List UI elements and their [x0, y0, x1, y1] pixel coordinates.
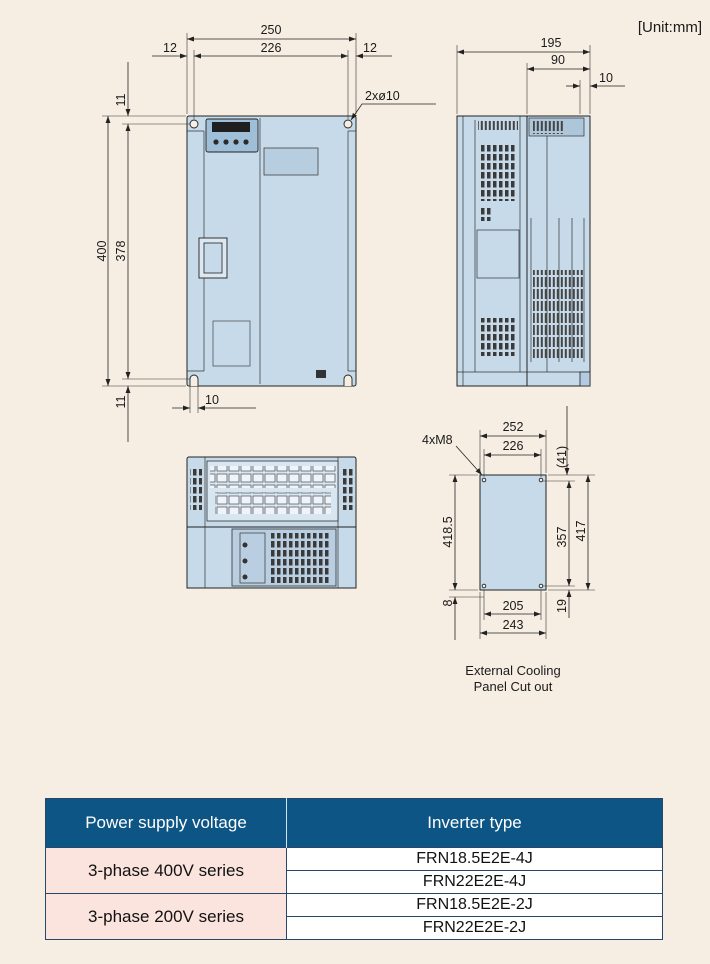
inverter-type-cell: FRN18.5E2E-4J: [286, 847, 663, 871]
panel-cutout: [479, 474, 547, 591]
cover-window: [263, 147, 319, 176]
voltage-cell: 3-phase 200V series: [45, 893, 287, 940]
dim-bottom-margin: 11: [114, 395, 128, 408]
keypad-key: [223, 139, 229, 145]
dim-overall-depth: 195: [541, 36, 562, 50]
dim-vertical-pitch: 378: [114, 241, 128, 262]
vent-grille: [270, 533, 330, 583]
dim-top-margin: 11: [114, 93, 128, 106]
terminal-row: [210, 466, 336, 488]
panel-cutout-dimensions: 4xM8 252 226 (41) 418.5 357 417 8 205 19…: [422, 406, 595, 694]
side-view-dimensions: 195 90 10: [456, 36, 625, 114]
header-power-supply-voltage: Power supply voltage: [45, 798, 287, 848]
cable-entry-panel: [239, 532, 266, 584]
mounting-slot: [343, 374, 353, 386]
front-view-dimensions: 250 12 226 12 2xø10 11 400 378 11 10: [95, 23, 436, 442]
inverter-type-cell: FRN22E2E-2J: [286, 916, 663, 940]
front-view: [186, 115, 357, 387]
dim-right-offset: 12: [363, 41, 377, 55]
keypad-key: [243, 139, 249, 145]
table-header: Power supply voltage Inverter type: [45, 798, 663, 848]
cutout-caption-line1: External Cooling: [465, 663, 560, 678]
screw-icon: [242, 574, 248, 580]
inverter-front-body: [186, 115, 357, 387]
dim-screws: 4xM8: [422, 433, 453, 447]
inverter-type-cell: FRN18.5E2E-2J: [286, 893, 663, 917]
mounting-hole: [343, 119, 353, 129]
vent-slots: [478, 120, 518, 130]
keypad-key: [233, 139, 239, 145]
nameplate-area: [212, 320, 251, 367]
side-view: [456, 115, 591, 387]
vent-grille: [479, 207, 493, 221]
dim-cutout-height-right: 417: [574, 521, 588, 542]
dim-cutout-height-left: 418.5: [441, 516, 455, 547]
dim-flange: 10: [599, 71, 613, 85]
screw-hole: [481, 583, 487, 589]
foot: [579, 371, 591, 387]
mounting-slot: [189, 374, 199, 386]
screw-hole: [481, 477, 487, 483]
connector-inner: [203, 242, 223, 274]
dim-cutout-hole-pitch-vertical: 357: [555, 527, 569, 548]
dim-cutout-width-outer: 252: [503, 420, 524, 434]
keypad-key: [213, 139, 219, 145]
vent-grille: [190, 468, 202, 510]
dim-hole-pitch: 226: [261, 41, 282, 55]
inverter-type-table: Power supply voltage Inverter type 3-pha…: [45, 798, 663, 940]
heatsink-slots: [533, 270, 583, 358]
bottom-view: [186, 456, 357, 589]
table-row: 3-phase 400V series FRN18.5E2E-4J: [45, 847, 663, 894]
table-body: 3-phase 400V series FRN18.5E2E-4J FRN22E…: [45, 847, 663, 940]
dim-overall-height: 400: [95, 241, 109, 262]
screw-icon: [242, 558, 248, 564]
terminal-row: [215, 492, 331, 514]
vent-grille: [341, 468, 353, 510]
keypad-display: [212, 122, 250, 132]
leader-line: [350, 103, 436, 121]
dim-left-offset: 12: [163, 41, 177, 55]
leader-line: [455, 445, 483, 476]
mounting-hole: [189, 119, 199, 129]
dim-bottom-inner: 205: [503, 599, 524, 613]
vent-slots: [533, 120, 563, 134]
dim-bottom-outer: 243: [503, 618, 524, 632]
dim-cutout-hole-pitch: 226: [503, 439, 524, 453]
unit-label: [Unit:mm]: [638, 19, 702, 36]
keypad: [205, 118, 259, 153]
vent-grille: [479, 145, 515, 201]
screw-hole: [538, 477, 544, 483]
dim-mounting-holes: 2xø10: [365, 89, 400, 103]
voltage-cell: 3-phase 400V series: [45, 847, 287, 894]
table-row: FRN22E2E-2J: [46, 916, 663, 940]
dim-bottom-right: 19: [555, 599, 569, 613]
mark-icon: [316, 370, 326, 378]
dim-reference: (41): [555, 446, 569, 468]
dim-slot: 10: [205, 393, 219, 407]
cutout-outline: [479, 474, 547, 591]
screw-icon: [242, 542, 248, 548]
screw-hole: [538, 583, 544, 589]
dim-bottom-left: 8: [441, 599, 455, 606]
side-panel: [476, 229, 520, 279]
vent-grille: [479, 318, 515, 356]
cutout-caption-line2: Panel Cut out: [474, 679, 553, 694]
inverter-type-cell: FRN22E2E-4J: [286, 870, 663, 894]
table-row: 3-phase 200V series FRN18.5E2E-2J: [45, 893, 663, 940]
dim-rear-depth: 90: [551, 53, 565, 67]
dim-overall-width: 250: [261, 23, 282, 37]
header-inverter-type: Inverter type: [286, 798, 663, 848]
table-header-row: Power supply voltage Inverter type: [45, 798, 663, 848]
